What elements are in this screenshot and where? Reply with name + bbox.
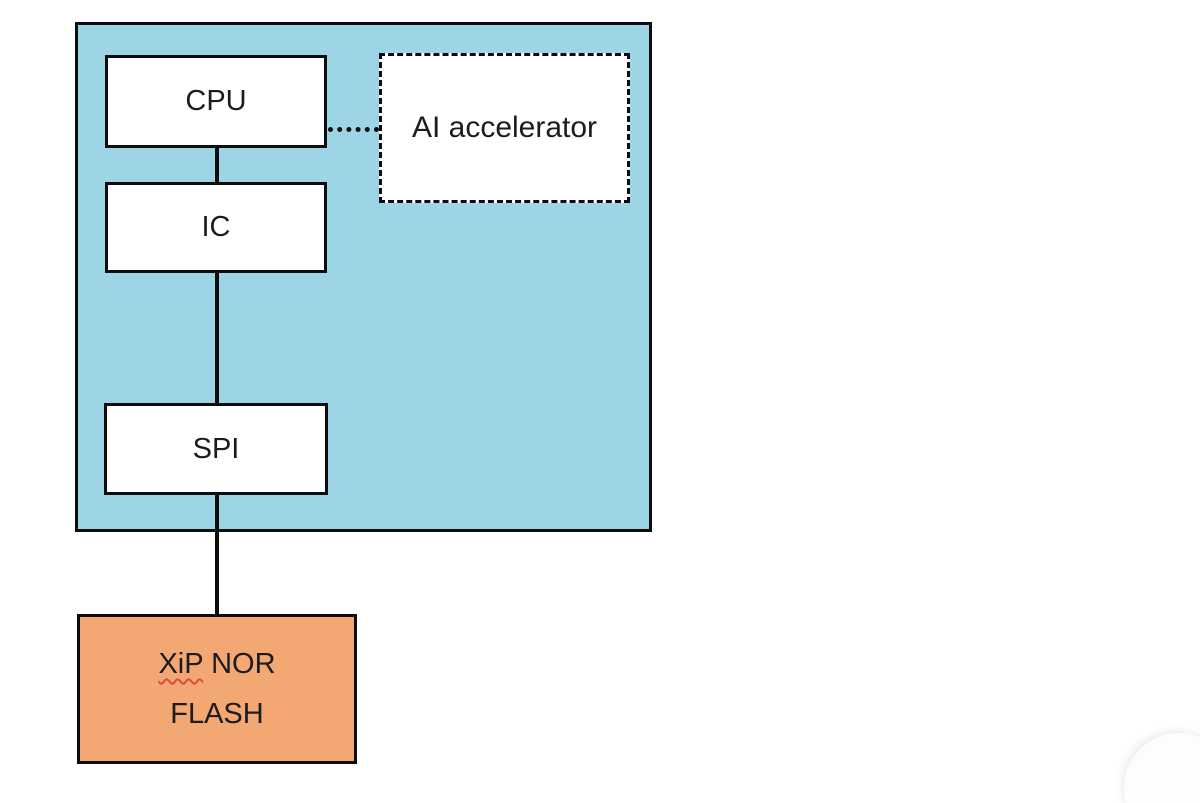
flash-block: XiP NOR FLASH [77,614,357,764]
spi-label: SPI [192,432,240,465]
connector-cpu-ai-dotted [328,127,379,132]
cpu-block: CPU [105,55,327,148]
flash-label-word-xip: XiP [158,648,204,680]
flash-label-word-nor: NOR [203,648,276,680]
spi-block: SPI [104,403,328,495]
ai-accelerator-label: AI accelerator [411,111,598,144]
ic-label: IC [201,211,231,243]
connector-ic-spi [215,271,219,405]
ai-accelerator-block: AI accelerator [379,53,630,203]
connector-spi-flash [215,493,219,616]
ic-block: IC [105,182,327,273]
flash-label-line2: FLASH [170,698,264,730]
flash-label-line1: XiP NOR [158,639,275,689]
page-curl-decoration [1124,733,1200,803]
cpu-label: CPU [185,85,247,117]
connector-cpu-ic [215,146,219,184]
